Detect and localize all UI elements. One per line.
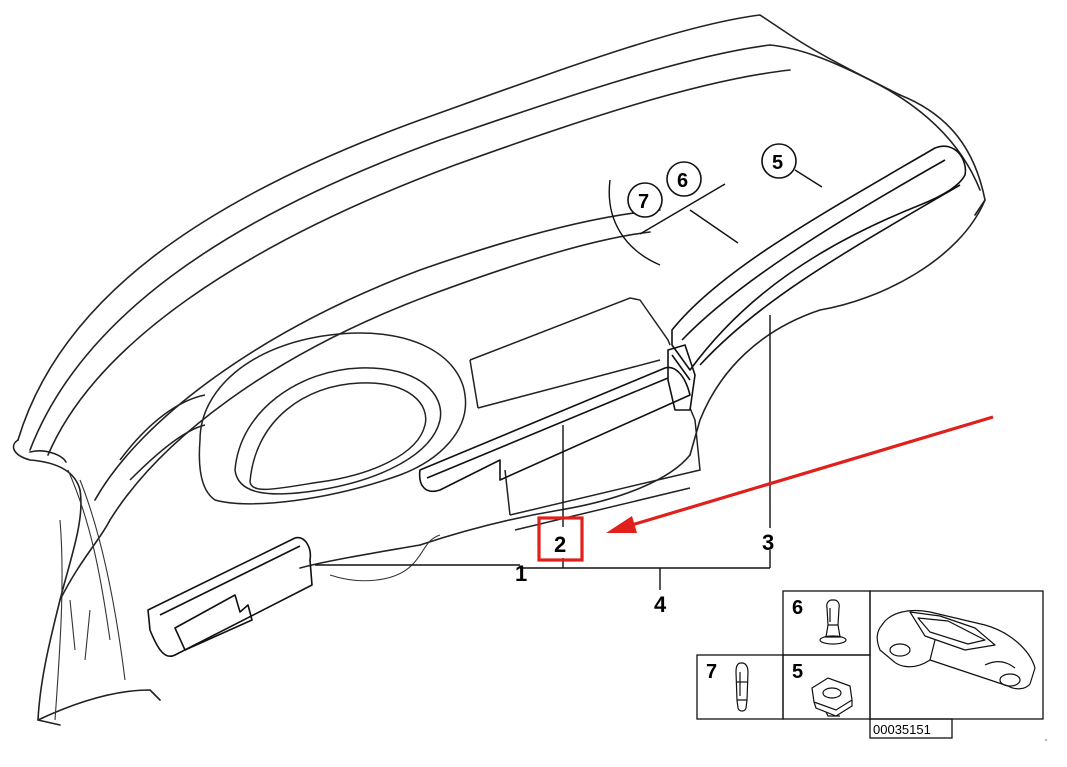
callout-5: 5 (772, 152, 783, 174)
reference-number: 00035151 (873, 722, 931, 737)
callout-3: 3 (762, 530, 774, 555)
part-5-nut-icon (811, 677, 853, 717)
circled-callout-6: 6 (666, 161, 702, 197)
callout-1: 1 (515, 561, 527, 586)
callout-7: 7 (638, 191, 649, 213)
instrument-cluster (119, 332, 467, 505)
inset-label-6: 6 (792, 597, 803, 619)
part-7-pin-icon (735, 662, 749, 712)
circled-callout-7: 7 (627, 182, 663, 218)
parts-inset (696, 590, 1044, 739)
scan-dot (1045, 739, 1047, 741)
inset-ref-box (869, 718, 953, 739)
trim-strip-right (671, 145, 967, 371)
dashboard-outline (12, 14, 986, 726)
callout-2: 2 (554, 532, 566, 557)
inset-label-5: 5 (792, 661, 803, 683)
inset-label-7: 7 (706, 661, 717, 683)
callout-4: 4 (654, 592, 667, 617)
callout-6: 6 (677, 170, 688, 192)
inset-cell-5 (782, 654, 871, 720)
part-6-clip-icon (819, 599, 847, 645)
circled-callout-5: 5 (761, 143, 797, 179)
car-icon (876, 609, 1036, 690)
center-console (469, 297, 701, 531)
trim-strip-center (418, 344, 696, 492)
trim-strip-left (147, 536, 313, 657)
highlight-box (537, 516, 584, 562)
leader-lines (315, 169, 823, 590)
left-pillar-lines (54, 469, 126, 721)
highlight-arrow (606, 415, 994, 533)
